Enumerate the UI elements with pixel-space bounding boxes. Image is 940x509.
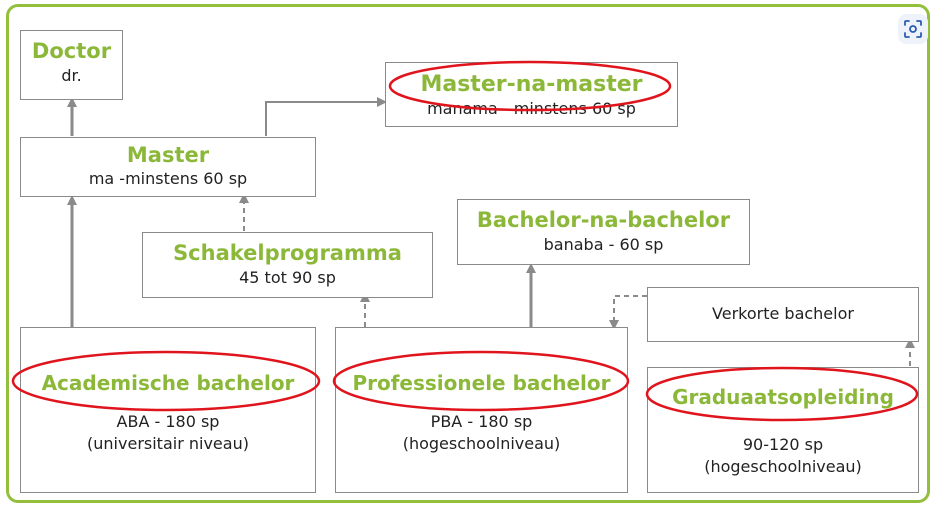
pba-title: Professionele bachelor [352,371,611,395]
node-master-na-master: Master-na-master manama - minstens 60 sp [385,62,678,127]
schakel-title: Schakelprogramma [173,241,402,265]
manama-title: Master-na-master [420,72,643,97]
diagram-frame [6,4,930,503]
graduaat-title: Graduaatsopleiding [672,385,894,409]
node-verkorte-bachelor: Verkorte bachelor [647,287,919,342]
visual-search-icon[interactable] [898,14,928,44]
node-academische-bachelor: Academische bachelor ABA - 180 sp (unive… [20,327,316,493]
manama-subtitle: manama - minstens 60 sp [427,99,636,118]
node-master: Master ma -minstens 60 sp [20,137,316,197]
graduaat-subtitle-2: (hogeschoolniveau) [704,457,862,476]
doctor-title: Doctor [31,39,112,63]
node-schakelprogramma: Schakelprogramma 45 tot 90 sp [142,232,433,298]
node-graduaatsopleiding: Graduaatsopleiding 90-120 sp (hogeschool… [647,367,919,493]
banaba-subtitle: banaba - 60 sp [543,235,664,254]
verkorte-label: Verkorte bachelor [712,304,854,323]
master-title: Master [126,143,210,167]
master-subtitle: ma -minstens 60 sp [88,169,248,188]
schakel-subtitle: 45 tot 90 sp [239,268,336,287]
node-bachelor-na-bachelor: Bachelor-na-bachelor banaba - 60 sp [457,199,750,265]
aba-subtitle-2: (universitair niveau) [87,434,249,453]
aba-subtitle-1: ABA - 180 sp [116,412,220,431]
node-professionele-bachelor: Professionele bachelor PBA - 180 sp (hog… [335,327,628,493]
arrow-master-to-manama [265,97,387,136]
pba-subtitle-2: (hogeschoolniveau) [402,434,561,453]
arrow-verkorte-to-pba [609,295,647,330]
node-doctor: Doctor dr. [20,30,123,100]
graduaat-subtitle-1: 90-120 sp [742,435,824,454]
doctor-subtitle: dr. [61,66,82,85]
banaba-title: Bachelor-na-bachelor [476,208,731,232]
aba-title: Academische bachelor [41,371,295,395]
pba-subtitle-1: PBA - 180 sp [430,412,533,431]
visual-search-icon-glyph [904,20,922,38]
